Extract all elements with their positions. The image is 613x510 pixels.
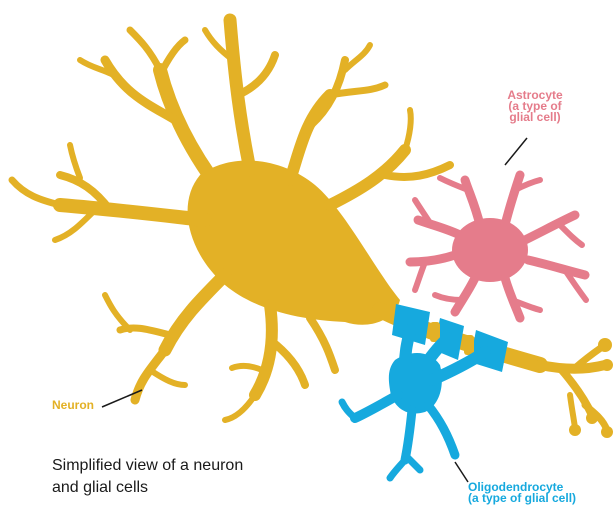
astrocyte	[410, 175, 586, 318]
neuron-label: Neuron	[52, 400, 94, 411]
neuron	[12, 20, 613, 438]
diagram-caption: Simplified view of a neuron and glial ce…	[52, 455, 243, 499]
astrocyte-leader-line	[505, 138, 527, 165]
oligodendrocyte-label: Oligodendrocyte (a type of glial cell)	[468, 482, 613, 504]
neuron-label-text: Neuron	[52, 400, 94, 411]
astrocyte-label: Astrocyte (a type of glial cell)	[490, 90, 580, 123]
caption-line-1: Simplified view of a neuron	[52, 455, 243, 477]
caption-line-2: and glial cells	[52, 477, 243, 499]
astrocyte-body	[452, 218, 528, 282]
oligodendrocyte-label-line-2: (a type of glial cell)	[468, 493, 613, 504]
oligodendrocyte-leader-line	[455, 462, 468, 482]
astrocyte-label-line-3: glial cell)	[490, 112, 580, 123]
oligodendrocyte	[342, 304, 508, 478]
